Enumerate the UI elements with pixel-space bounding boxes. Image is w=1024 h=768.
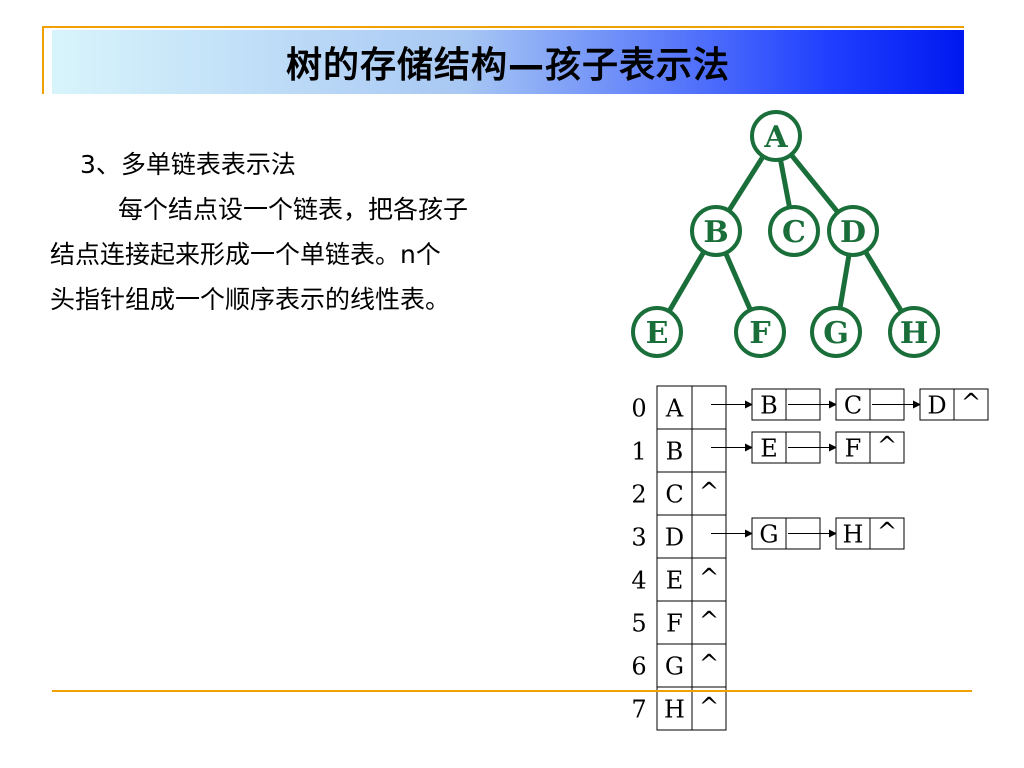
title-bar: 树的存储结构—孩子表示法 bbox=[52, 30, 964, 94]
tree-node-b: B bbox=[690, 205, 742, 257]
tree-node-circle bbox=[631, 306, 683, 358]
table-row-data: H bbox=[664, 696, 685, 724]
list-node-e: E bbox=[751, 431, 837, 464]
tree-edge-b-e bbox=[666, 249, 707, 314]
tree-node-c: C bbox=[768, 205, 820, 257]
description-line-3: 头指针组成一个顺序表示的线性表。 bbox=[50, 285, 451, 314]
table-row-index: 7 bbox=[631, 696, 646, 724]
tree-node-circle bbox=[888, 306, 940, 358]
table-row-data: F bbox=[666, 610, 683, 638]
table-row-index: 1 bbox=[631, 438, 646, 466]
table-row-null-pointer: ^ bbox=[699, 607, 719, 635]
list-node-label: F bbox=[845, 435, 862, 463]
list-node-f: F^ bbox=[835, 431, 905, 464]
list-node-h: H^ bbox=[835, 517, 905, 550]
tree-node-h: H bbox=[888, 306, 940, 358]
list-node-c: C bbox=[835, 388, 921, 421]
tree-edge-d-g bbox=[837, 252, 852, 311]
table-row-data: E bbox=[666, 567, 684, 595]
accent-bar-vertical bbox=[42, 26, 44, 94]
tree-edge-a-d bbox=[788, 152, 841, 215]
table-row-null-pointer: ^ bbox=[699, 564, 719, 592]
tree-node-label: C bbox=[782, 215, 806, 250]
tree-node-label: E bbox=[646, 316, 669, 351]
tree-node-d: D bbox=[827, 205, 879, 257]
tree-node-label: F bbox=[749, 316, 770, 351]
tree-node-circle bbox=[690, 205, 742, 257]
table-row-data: C bbox=[665, 481, 683, 509]
footer-divider bbox=[52, 690, 972, 692]
description-text: 3、多单链表表示法 每个结点设一个链表，把各孩子 结点连接起来形成一个单链表。n… bbox=[50, 142, 610, 322]
list-node-label: G bbox=[759, 521, 778, 549]
table-row-data: D bbox=[665, 524, 684, 552]
tree-node-label: H bbox=[900, 316, 928, 351]
list-node-d: D^ bbox=[919, 388, 989, 421]
tree-node-f: F bbox=[734, 306, 786, 358]
tree-node-label: D bbox=[840, 215, 866, 250]
table-row-data: A bbox=[665, 395, 684, 423]
description-line-1: 每个结点设一个链表，把各孩子 bbox=[118, 195, 469, 224]
page-title: 树的存储结构—孩子表示法 bbox=[285, 45, 730, 86]
table-row-null-pointer: ^ bbox=[699, 478, 719, 506]
list-node-null-pointer: ^ bbox=[877, 432, 897, 460]
list-node-label: C bbox=[844, 392, 862, 420]
description-line-2: 结点连接起来形成一个单链表。n个 bbox=[50, 240, 441, 269]
section-heading: 3、多单链表表示法 bbox=[80, 150, 296, 179]
tree-node-label: A bbox=[763, 120, 788, 155]
table-row-null-pointer: ^ bbox=[699, 650, 719, 678]
list-node-null-pointer: ^ bbox=[961, 389, 981, 417]
tree-node-label: B bbox=[703, 215, 728, 250]
tree-node-label: G bbox=[823, 316, 849, 351]
table-row-index: 0 bbox=[631, 395, 646, 423]
table-row-index: 2 bbox=[631, 481, 646, 509]
list-node-label: D bbox=[927, 392, 946, 420]
tree-edge-a-c bbox=[777, 157, 793, 210]
tree-edge-b-f bbox=[723, 250, 753, 313]
list-node-label: E bbox=[760, 435, 778, 463]
tree-node-circle bbox=[750, 110, 802, 162]
tree-node-a: A bbox=[750, 110, 802, 162]
tree-node-circle bbox=[810, 306, 862, 358]
table-row-index: 6 bbox=[631, 653, 646, 681]
accent-bar-horizontal bbox=[42, 26, 964, 28]
list-node-label: H bbox=[843, 521, 864, 549]
table-row-index: 3 bbox=[631, 524, 646, 552]
tree-edge-d-h bbox=[862, 249, 905, 314]
table-row-index: 5 bbox=[631, 610, 646, 638]
list-node-b: B bbox=[751, 388, 837, 421]
tree-node-e: E bbox=[631, 306, 683, 358]
list-node-label: B bbox=[760, 392, 778, 420]
tree-edges bbox=[666, 152, 905, 314]
tree-node-circle bbox=[734, 306, 786, 358]
tree-node-circle bbox=[827, 205, 879, 257]
table-row-data: G bbox=[665, 653, 684, 681]
table-row-null-pointer: ^ bbox=[699, 693, 719, 721]
tree-edge-a-b bbox=[726, 153, 766, 214]
table-row-index: 4 bbox=[631, 567, 646, 595]
list-node-g: G bbox=[751, 517, 837, 550]
table-row-data: B bbox=[666, 438, 684, 466]
tree-node-circle bbox=[768, 205, 820, 257]
list-node-null-pointer: ^ bbox=[877, 518, 897, 546]
tree-node-g: G bbox=[810, 306, 862, 358]
